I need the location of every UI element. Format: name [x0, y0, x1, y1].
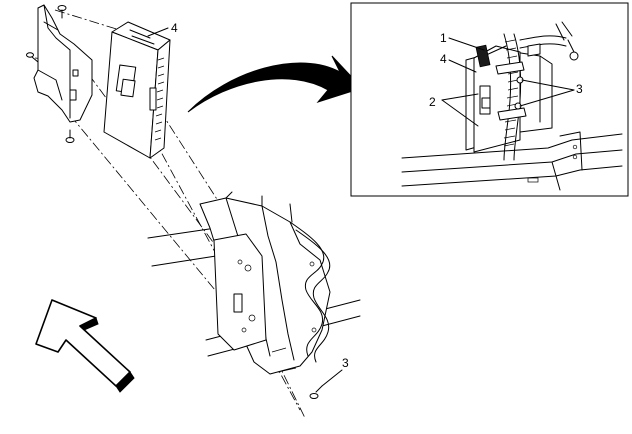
curved-arrow [187, 55, 363, 113]
inset-callout-label: 3 [576, 82, 583, 96]
inset-callout-label: 2 [429, 95, 436, 109]
vehicle-body-structure [147, 191, 361, 375]
mounting-bracket [33, 4, 93, 123]
module-callout-leader [147, 27, 169, 37]
module-callout-label: 4 [171, 21, 178, 35]
inset-callout-label: 1 [440, 31, 447, 45]
bracket-screw-top [57, 5, 67, 19]
bracket-screw-left [26, 52, 39, 63]
inset-callout-leaders [441, 37, 575, 127]
bolt-callout-label: 3 [342, 356, 349, 370]
inset-callout-label: 4 [440, 52, 447, 66]
inset-detail-drawing [401, 21, 623, 191]
bottom-bolt [309, 385, 323, 399]
forward-direction-arrow [35, 299, 135, 393]
control-module [103, 21, 171, 159]
bracket-screw-bottom [65, 129, 75, 143]
bolt-callout-leader [321, 369, 343, 387]
